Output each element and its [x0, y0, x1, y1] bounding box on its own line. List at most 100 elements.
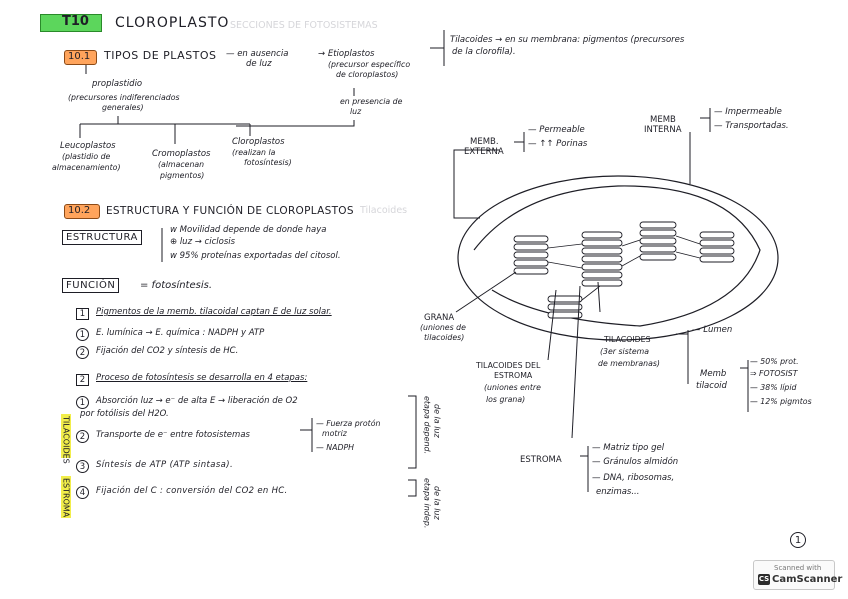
cloroplastos-label: Cloroplastos: [232, 137, 285, 147]
memb-externa-label: EXTERNA: [464, 147, 504, 157]
estroma-prop: — DNA, ribosomas,: [592, 473, 675, 483]
note-line: (almacenan: [158, 160, 205, 169]
note-line: (precursores indiferenciados: [68, 93, 180, 102]
memb-externa-label: MEMB.: [470, 137, 499, 147]
memb-tilacoid-prop: ⇒ FOTOSIST: [750, 369, 798, 378]
stage-number: 3: [76, 460, 89, 473]
title-tag-highlight: [40, 14, 102, 32]
item-number: 1: [76, 328, 89, 341]
memb-tilacoid-prop: — 50% prot.: [750, 357, 799, 366]
note-line: de la clorofila).: [452, 47, 516, 57]
chapter-number: T10: [62, 14, 89, 29]
externa-prop: — ↑↑ Porinas: [528, 139, 588, 149]
page-title: CLOROPLASTO: [115, 15, 230, 31]
grana-desc: (uniones de: [420, 323, 466, 332]
stage-number: 4: [76, 486, 89, 499]
estroma-label: ESTROMA: [520, 455, 562, 465]
tilacoides-highlight: [61, 414, 71, 458]
note-line: Tilacoides → en su membrana: pigmentos (…: [450, 35, 685, 45]
funcion-definition: = fotosíntesis.: [140, 280, 213, 291]
transporte-output: motriz: [322, 429, 347, 438]
scanner-brand: CamScanner: [772, 574, 843, 585]
tilacoides-desc: (3er sistema: [600, 347, 650, 356]
stage-text: Síntesis de ATP (ATP sintasa).: [96, 460, 234, 470]
estroma-side-label: ESTROMA: [61, 478, 71, 518]
estructura-item: w Movilidad depende de donde haya: [170, 225, 327, 235]
tilacoides-estroma-desc: los grana): [486, 395, 526, 404]
estroma-highlight: [61, 476, 71, 518]
tilacoides-estroma-label: ESTROMA: [494, 371, 533, 380]
note-line: (realizan la: [232, 148, 276, 157]
leucoplastos-label: Leucoplastos: [60, 141, 116, 151]
ghost-text: SECCIONES DE FOTOSISTEMAS: [230, 20, 378, 31]
proplastidio-label: proplastidio: [92, 79, 143, 89]
estructura-item: w 95% proteínas exportadas del citosol.: [170, 251, 341, 261]
stage-text: Fijación del C : conversión del CO2 en H…: [96, 486, 288, 496]
section-title: ESTRUCTURA Y FUNCIÓN DE CLOROPLASTOS: [106, 205, 354, 217]
note-line: de luz: [246, 59, 272, 69]
stage-text: Transporte de e⁻ entre fotosistemas: [96, 430, 250, 440]
estroma-prop: — Matriz tipo gel: [592, 443, 665, 453]
lumen-label: — Lumen: [692, 325, 733, 335]
externa-prop: — Permeable: [528, 125, 585, 135]
note-line: de cloroplastos): [336, 70, 399, 79]
note-line: pigmentos): [160, 171, 205, 180]
section-title: TIPOS DE PLASTOS: [104, 49, 217, 62]
note-line: fotosíntesis): [244, 158, 292, 167]
estroma-prop: — Gránulos almidón: [592, 457, 679, 467]
dep-luz-label: de la luz: [432, 404, 442, 438]
section-number-badge: [64, 204, 100, 219]
tilacoides-desc: de membranas): [598, 359, 660, 368]
estructura-label: ESTRUCTURA: [66, 232, 138, 243]
memb-tilacoid-label: Memb: [700, 369, 727, 379]
point-text: Proceso de fotosíntesis se desarrolla en…: [96, 373, 308, 383]
point-number: 2: [76, 374, 89, 386]
estructura-item: ⊕ luz → ciclosis: [170, 237, 236, 247]
tilacoides-estroma-desc: (uniones entre: [484, 383, 541, 392]
stage-text: por fotólisis del H2O.: [80, 409, 169, 419]
section-number-badge: [64, 50, 97, 65]
memb-tilacoid-prop: — 12% pigmtos: [750, 397, 812, 406]
ghost-text: Tilacoides: [360, 205, 408, 216]
item-number: 2: [76, 346, 89, 359]
camscanner-badge: Scanned with CS CamScanner: [753, 560, 842, 590]
funcion-label: FUNCIÓN: [66, 280, 116, 291]
section-number: 10.1: [68, 51, 91, 62]
note-line: generales): [102, 103, 144, 112]
memb-tilacoid-prop: — 38% lípid: [750, 383, 797, 392]
memb-tilacoid-label: tilacoid: [696, 381, 727, 391]
note-line: en presencia de: [340, 97, 403, 106]
transporte-output: — Fuerza protón: [316, 419, 381, 428]
scanner-caption: Scanned with: [774, 564, 822, 572]
item-text: Fijación del CO2 y síntesis de HC.: [96, 346, 239, 356]
page-number: 1: [790, 532, 806, 548]
tilacoides-side-label: TILACOIDES: [61, 416, 71, 464]
cromoplastos-label: Cromoplastos: [152, 149, 211, 159]
tilacoides-estroma-label: TILACOIDES DEL: [476, 361, 541, 370]
estructura-box: ESTRUCTURA: [62, 230, 142, 245]
tilacoides-label: TILACOIDES: [604, 335, 651, 344]
stage-number: 2: [76, 430, 89, 443]
transporte-output: — NADPH: [316, 443, 355, 452]
grana-label: GRANA: [424, 313, 455, 323]
note-line: (plastidio de: [62, 152, 111, 161]
funcion-box: FUNCIÓN: [62, 278, 120, 293]
grana-desc: tilacoides): [424, 333, 465, 342]
note-line: (precursor específico: [328, 60, 411, 69]
section-number: 10.2: [68, 205, 91, 216]
stage-number: 1: [76, 396, 89, 409]
stage-text: Absorción luz → e⁻ de alta E → liberació…: [96, 396, 298, 406]
camscanner-logo-icon: CS: [758, 574, 770, 585]
memb-interna-label: INTERNA: [644, 125, 682, 135]
note-line: — en ausencia: [226, 49, 289, 59]
point-text: Pigmentos de la memb. tilacoidal captan …: [96, 307, 332, 317]
estroma-prop: enzimas...: [596, 487, 640, 497]
interna-prop: — Transportadas.: [714, 121, 789, 131]
etioplastos-label: → Etioplastos: [318, 49, 375, 59]
dep-luz-label: etapa depend.: [422, 396, 432, 455]
indep-luz-label: de la luz: [432, 486, 442, 520]
item-text: E. lumínica → E. química : NADPH y ATP: [96, 328, 265, 338]
memb-interna-label: MEMB: [650, 115, 676, 125]
note-line: luz: [350, 107, 362, 116]
